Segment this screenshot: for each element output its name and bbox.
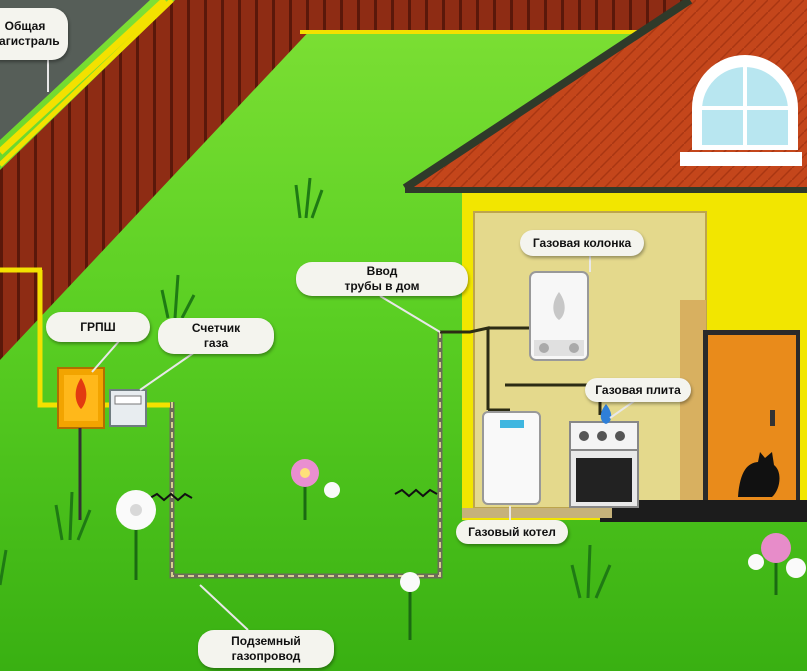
gas-meter	[109, 389, 147, 427]
label-water-heater: Газовая колонка	[532, 235, 632, 250]
fence-rail	[0, 0, 174, 167]
label-meter-2: газа	[203, 336, 229, 350]
flower-left	[116, 490, 156, 580]
stove-icon	[569, 404, 639, 508]
interior-wall-panel	[680, 300, 706, 508]
callout-grpsh: ГРПШ	[46, 312, 150, 342]
label-pipe-entry-1: Ввод	[366, 264, 398, 278]
callout-stove: Газовая плита	[585, 378, 691, 402]
label-meter-1: Счетчик	[191, 321, 241, 335]
callout-main-line: Общая магистраль	[0, 8, 68, 60]
grpsh-cabinet	[57, 367, 105, 520]
callout-boiler: Газовый котел	[456, 520, 568, 544]
callout-underground: Подземный газопровод	[198, 630, 334, 668]
label-pipe-entry-2: трубы в дом	[344, 279, 420, 293]
water-heater-icon	[529, 271, 589, 361]
foundation	[462, 508, 612, 518]
label-boiler: Газовый котел	[468, 524, 556, 539]
label-underground-2: газопровод	[231, 649, 301, 663]
fence-top	[305, 0, 700, 30]
flower-pink	[291, 459, 340, 520]
fence	[0, 0, 315, 360]
callout-pipe-entry: Ввод трубы в дом	[296, 262, 468, 296]
callout-meter: Счетчик газа	[158, 318, 274, 354]
label-main-line-1: Общая	[4, 19, 46, 33]
label-grpsh: ГРПШ	[80, 319, 116, 334]
cat-silhouette	[738, 452, 780, 497]
main-gas-line	[0, 0, 168, 155]
flower-right	[748, 533, 806, 595]
door-handle	[770, 410, 775, 426]
flower-middle	[400, 572, 420, 640]
label-main-line-2: магистраль	[0, 34, 60, 48]
label-underground-1: Подземный	[231, 634, 301, 648]
roof-edge	[402, 0, 693, 192]
ground-line	[149, 492, 193, 502]
label-stove: Газовая плита	[595, 382, 681, 397]
callout-water-heater: Газовая колонка	[520, 230, 644, 256]
porch-step	[600, 500, 807, 522]
grass-tufts	[0, 177, 612, 599]
boiler-icon	[482, 411, 541, 505]
